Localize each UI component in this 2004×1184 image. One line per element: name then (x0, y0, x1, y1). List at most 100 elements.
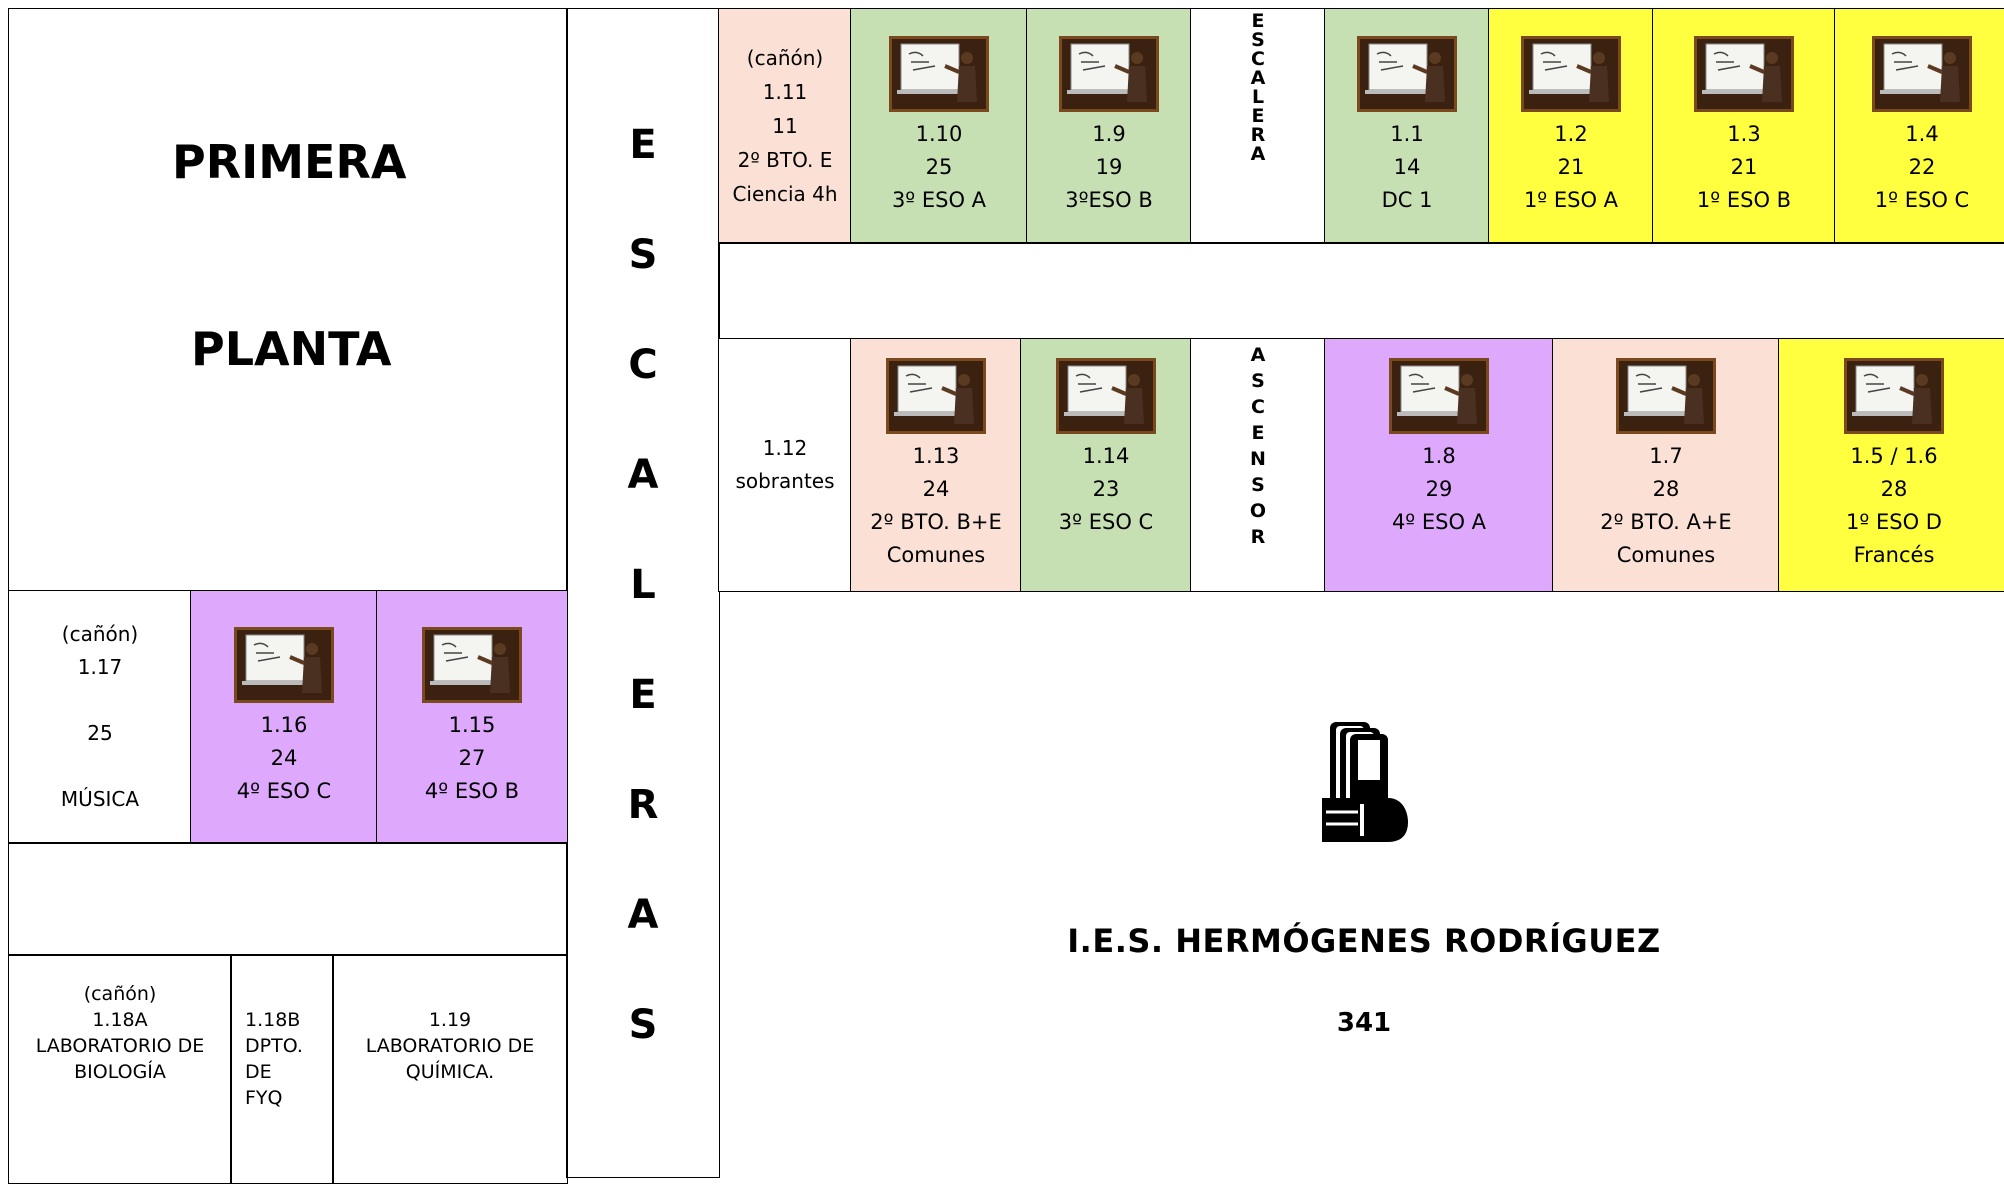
elevator-letter: O (1249, 500, 1267, 522)
stairs-label: E S C A L E R A S (566, 90, 720, 1080)
staircase-letter: A (1250, 67, 1266, 89)
room-capacity: 21 (1557, 154, 1585, 179)
whiteboard-icon (234, 626, 334, 703)
room-group: 4º ESO C (236, 778, 332, 803)
dept-line: DE (245, 1061, 272, 1083)
room-capacity: 22 (1908, 154, 1936, 179)
title-line-2: PLANTA (191, 322, 392, 376)
room-1-7: 1.7 28 2º BTO. A+E Comunes (1552, 338, 1780, 592)
room-number: 1.7 (1649, 444, 1683, 468)
room-line: (cañón) (61, 622, 139, 646)
stairs-letter: E (629, 122, 657, 168)
room-number: 1.17 (77, 655, 123, 679)
room-group: 1º ESO A (1523, 187, 1619, 212)
room-capacity: 28 (1880, 477, 1908, 501)
spacer (1436, 539, 1443, 572)
room-capacity: 28 (1652, 477, 1680, 501)
staircase-letter: R (1250, 124, 1266, 146)
room-capacity: 23 (1092, 477, 1120, 501)
room-number: 1.4 (1905, 121, 1939, 146)
room-number: 1.15 (448, 712, 496, 737)
lab-biology: (cañón) 1.18A LABORATORIO DE BIOLOGÍA (8, 954, 232, 1184)
stairs-letter: C (628, 342, 658, 388)
elevator-letter: C (1251, 396, 1265, 418)
room-line: 2º BTO. E (737, 148, 833, 172)
school-logo (1322, 722, 1408, 842)
elevator-cell (1190, 338, 1326, 592)
room-group: 1º ESO D (1846, 510, 1942, 534)
room-1-1: 1.1 14 DC 1 (1324, 8, 1490, 244)
staircase-letter: A (1250, 143, 1266, 165)
staircase-letter: E (1251, 105, 1265, 127)
room-group: 2º BTO. B+E (870, 510, 1002, 534)
room-group: 1º ESO C (1874, 187, 1970, 212)
room-number: 1.3 (1727, 121, 1761, 146)
room-number: 1.9 (1092, 121, 1126, 146)
room-group: 3º ESO A (891, 187, 987, 212)
room-capacity: 27 (458, 745, 486, 770)
whiteboard-icon (1521, 35, 1621, 112)
room-1-4: 1.4 22 1º ESO C (1834, 8, 2004, 244)
whiteboard-icon (422, 626, 522, 703)
staircase-letter: E (1251, 10, 1265, 32)
room-1-5-1-6: 1.5 / 1.6 28 1º ESO D Francés (1778, 338, 2004, 592)
staircase-label: E S C A L E R A (1190, 12, 1326, 164)
stairs-letter: E (629, 672, 657, 718)
title-block (8, 8, 568, 592)
whiteboard-icon (886, 358, 986, 434)
room-capacity: 25 (925, 154, 953, 179)
staircase-letter: S (1251, 29, 1265, 51)
whiteboard-icon (1616, 358, 1716, 434)
room-group: 2º BTO. A+E (1600, 510, 1732, 534)
room-line: Ciencia 4h (732, 182, 838, 206)
elevator-letter: A (1250, 344, 1266, 366)
whiteboard-icon (1389, 358, 1489, 434)
room-number: 1.1 (1390, 121, 1424, 146)
room-note: Francés (1853, 543, 1935, 567)
room-1-13: 1.13 24 2º BTO. B+E Comunes (850, 338, 1022, 592)
room-1-8: 1.8 29 4º ESO A (1324, 338, 1554, 592)
whiteboard-icon (1872, 35, 1972, 112)
elevator-letter: S (1251, 474, 1265, 496)
stairs-letter: R (627, 782, 659, 828)
left-corridor (8, 842, 568, 956)
school-name: I.E.S. HERMÓGENES RODRÍGUEZ (1067, 922, 1661, 960)
whiteboard-icon (1059, 35, 1159, 112)
room-group: DC 1 (1381, 187, 1433, 212)
staircase-letter: L (1251, 86, 1265, 108)
room-line: (cañón) (746, 46, 824, 70)
room-number: 1.2 (1554, 121, 1588, 146)
spacer (1103, 539, 1110, 572)
room-group: 4º ESO B (424, 778, 520, 803)
dept-line: FYQ (245, 1087, 283, 1109)
lab-number: 1.18A (92, 1009, 148, 1031)
lab-chemistry: 1.19 LABORATORIO DE QUÍMICA. (332, 954, 568, 1184)
room-capacity: 24 (922, 477, 950, 501)
room-1-2: 1.2 21 1º ESO A (1488, 8, 1654, 244)
lab-name: LABORATORIO DE (365, 1035, 535, 1057)
room-note: Comunes (886, 543, 986, 567)
room-number: 1.5 / 1.6 (1850, 444, 1938, 468)
room-group: 3ºESO B (1065, 187, 1153, 212)
elevator-label: A S C E N S O R (1190, 342, 1326, 550)
room-1-14: 1.14 23 3º ESO C (1020, 338, 1192, 592)
room-note: sobrantes (735, 469, 835, 493)
elevator-letter: S (1251, 370, 1265, 392)
staircase-letter: C (1251, 48, 1265, 70)
lab-name: LABORATORIO DE (35, 1035, 205, 1057)
room-1-10: 1.10 25 3º ESO A (850, 8, 1028, 244)
whiteboard-icon (889, 35, 989, 112)
room-1-17: (cañón) 1.17 25 MÚSICA (8, 590, 192, 844)
dept-fyq: 1.18B DPTO. DE FYQ (230, 954, 334, 1184)
room-group: 3º ESO C (1058, 510, 1154, 534)
elevator-letter: R (1250, 526, 1266, 548)
lab-number: 1.19 (428, 1009, 472, 1031)
stairs-letter: S (628, 232, 658, 278)
room-1-11: (cañón) 1.11 11 2º BTO. E Ciencia 4h (718, 8, 852, 244)
stairs-letter: S (628, 1002, 658, 1048)
room-1-15: 1.15 27 4º ESO B (376, 590, 568, 844)
corridor (718, 242, 2004, 340)
room-number: 1.14 (1082, 444, 1130, 468)
student-total: 341 (1336, 1008, 1392, 1038)
elevator-letter: N (1250, 448, 1266, 470)
